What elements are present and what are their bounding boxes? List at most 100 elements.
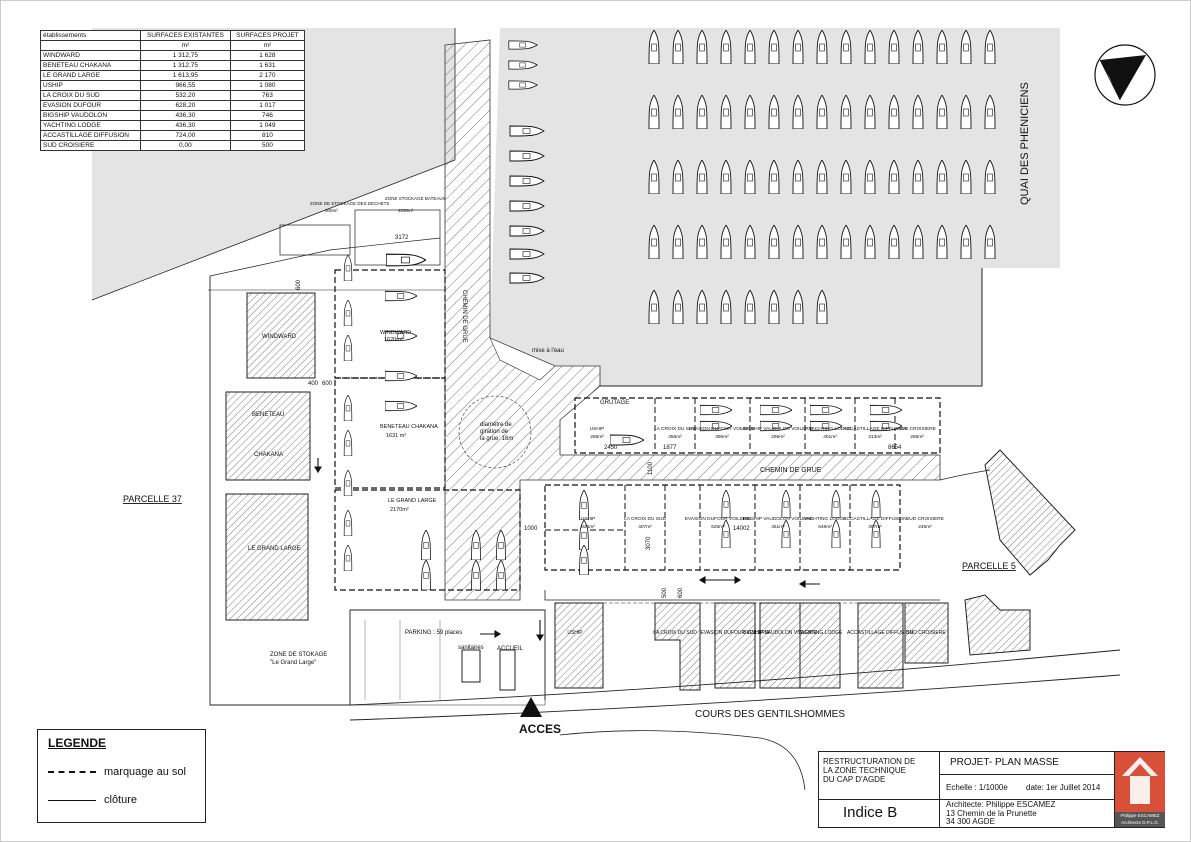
upper-plot-label: BIGSHIP VAUDOLON VOILERIE [743, 426, 814, 432]
water-basin [455, 28, 1060, 386]
project-line-2: LA ZONE TECHNIQUE [823, 766, 906, 775]
zone-bateaux-label: ZONE STOCKAGE BATEAUX [385, 196, 446, 201]
architect-name: Architecte: Philippe ESCAMEZ [946, 800, 1056, 809]
windward-plot-area: 1620m² [384, 337, 403, 343]
quai-label: QUAI DES PHENICIENS [1019, 82, 1031, 205]
date-text: date: 1er Juillet 2014 [1026, 783, 1101, 792]
indice-cell: Indice B [819, 799, 940, 827]
project-surface: 1 080 [229, 80, 306, 91]
boat-icon [781, 490, 791, 518]
project-surface: 1 049 [229, 120, 306, 131]
boat-icon [579, 490, 589, 520]
boat-icon [385, 400, 417, 412]
boat-icon [343, 395, 353, 421]
beneteau-plot-label: BENETEAU CHAKANA [380, 424, 438, 430]
title-block: RESTRUCTURATION DE LA ZONE TECHNIQUE DU … [818, 751, 1165, 828]
mise-eau-label: mise à l'eau [532, 348, 564, 354]
boat-icon [760, 404, 792, 416]
project-surface: 1 631 [229, 60, 306, 71]
establishment-name: USHIP [40, 80, 141, 91]
north-arrow-icon [1094, 44, 1156, 106]
existing-grandlarge-label: LE GRAND LARGE [248, 546, 301, 552]
fence-line-icon [48, 799, 96, 801]
upper-plot-area: 390m² [715, 434, 729, 440]
existing-surface: 1 312,75 [139, 60, 231, 71]
chemin-grue-label: CHEMIN DE GRUE [760, 467, 822, 474]
lower-plot-area: 245m² [918, 524, 932, 530]
lower-plot-label: BIGSHIP VAUDOLON VOILERIE [743, 516, 814, 522]
launch-ramp [489, 337, 556, 381]
lower-plot-area: 407m² [638, 524, 652, 530]
legend-item-cloture: clôture [48, 794, 137, 806]
existing-surface: 1 613,95 [139, 70, 231, 81]
boat-icon [870, 404, 902, 416]
indice-text: Indice B [843, 804, 898, 821]
boat-icon [831, 490, 841, 518]
lower-plot-label: YACHTING LODGE [804, 516, 847, 522]
establishment-name: BENETEAU CHAKANA [40, 60, 141, 71]
upper-plot-label: ACCASTILLAGE DIFFUSION [843, 426, 907, 432]
building-label: BIGSHIP VAUDOLON VOILERIE [743, 630, 817, 636]
boat-icon [343, 300, 353, 326]
boat-icon [343, 545, 353, 571]
lower-plot-label: EVASION DUFOUR VOILERIE [685, 516, 751, 522]
project-surface: 763 [229, 90, 306, 101]
upper-plot-area: 356m² [668, 434, 682, 440]
establishment-name: YACHTING LODGE [40, 120, 141, 131]
lower-plot-label: SUD CROISIERE [906, 516, 944, 522]
dim-3172: 3172 [395, 235, 409, 241]
table-header-existantes: SURFACES EXISTANTES [139, 30, 231, 41]
building-label: ACCASTILLAGE DIFFUSION [847, 630, 914, 636]
project-surface: 810 [229, 130, 306, 141]
establishment-name: ACCASTILLAGE DIFFUSION [40, 130, 141, 141]
boat-icon [721, 490, 731, 518]
project-surface: 1 017 [229, 100, 306, 111]
table-header-row: établissements SURFACES EXISTANTES SURFA… [40, 30, 306, 41]
upper-plot-label: EVASION DUFOUR VOILERIE [689, 426, 755, 432]
dim-400: 400 [308, 381, 319, 387]
upper-plot-label: LA CROIX DU SUD [654, 426, 696, 432]
upper-plot-area: 295m² [771, 434, 785, 440]
boat-icon [610, 434, 644, 446]
architect-logo-icon [1115, 752, 1165, 812]
establishment-name: SUD CROISIERE [40, 140, 141, 151]
existing-surface: 436,30 [139, 120, 231, 131]
architect-logo: Philippe ESCAMEZ Architecte D.P.L.G. [1114, 752, 1165, 827]
boat-icon [810, 404, 842, 416]
existing-beneteau-building [225, 391, 311, 481]
dim-2450: 2450 [604, 445, 618, 451]
grutage-label: GRUTAGE [600, 400, 629, 406]
sanitaires-label: sanitaires [458, 645, 484, 651]
upper-plot-area: 401m² [823, 434, 837, 440]
project-line-1: RESTRUCTURATION DE [823, 757, 916, 766]
legend-item-label: clôture [104, 794, 138, 806]
crane-gyration-circle [458, 395, 532, 469]
dim-1100: 1100 [648, 461, 654, 475]
scale-text: Echelle : 1/1000e [946, 783, 1008, 792]
gyration-label-1: diamètre de [480, 422, 512, 428]
grandlarge-plot-label: LE GRAND LARGE [388, 498, 437, 504]
lower-plot-label: ACCASTILLAGE DIFFUSION [843, 516, 907, 522]
dim-14002: 14002 [733, 526, 750, 532]
boat-icon [700, 404, 732, 416]
table-unit-cell: m² [229, 40, 306, 51]
existing-surface: 436,30 [139, 110, 231, 121]
zone-stokage-sub: "Le Grand Large" [270, 660, 316, 666]
upper-plot-area: 255m² [590, 434, 604, 440]
dim-600a: 600 [296, 279, 302, 290]
existing-surface: 532,20 [139, 90, 231, 101]
existing-surface: 628,20 [139, 100, 231, 111]
lower-plot-area: 626m² [711, 524, 725, 530]
gyration-label-2: giration de [480, 429, 509, 435]
building-label: SUD CROISIERE [906, 630, 946, 636]
legend-title: LEGENDE [48, 736, 107, 750]
establishment-name: LA CROIX DU SUD [40, 90, 141, 101]
boat-icon [421, 560, 431, 590]
traffic-arrows [314, 458, 820, 642]
existing-surface: 1 312,75 [139, 50, 231, 61]
building-label: LA CROIX DU SUD [653, 630, 697, 636]
